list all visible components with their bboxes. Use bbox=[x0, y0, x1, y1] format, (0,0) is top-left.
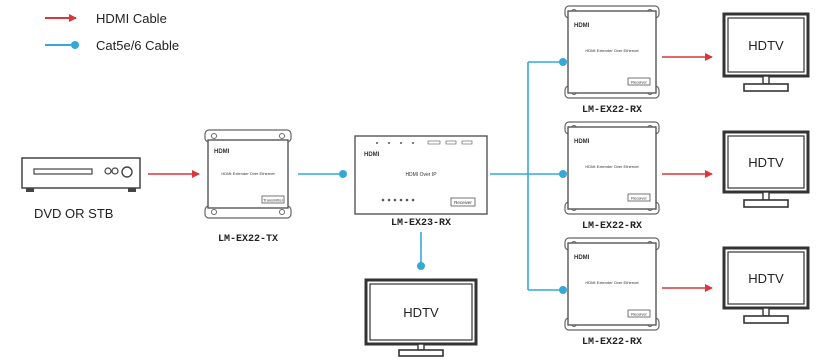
cat-connector-dot bbox=[417, 262, 425, 270]
cat-connector-dot bbox=[559, 58, 567, 66]
hdmi-logo: HDMI bbox=[574, 23, 590, 29]
tv-neck bbox=[417, 343, 425, 351]
led-icon bbox=[411, 198, 415, 202]
device-caption: HDMI Over IP bbox=[405, 172, 437, 178]
tv-neck bbox=[762, 75, 770, 85]
hdmi-logo: HDMI bbox=[574, 139, 590, 145]
device-caption: HDMI Extender Over Ethernet bbox=[585, 48, 639, 53]
hdtv: HDTV bbox=[722, 246, 810, 324]
source-label: DVD OR STB bbox=[34, 206, 113, 221]
tv-stand bbox=[398, 349, 444, 357]
tv-screen bbox=[727, 17, 805, 73]
switch-badge: Receiver bbox=[454, 200, 472, 205]
device-caption: HDMI Extender Over Ethernet bbox=[585, 164, 639, 169]
screw-hole-icon bbox=[279, 133, 285, 139]
tv-neck bbox=[762, 191, 770, 201]
indicator-icon bbox=[376, 142, 378, 144]
disc-slot-icon bbox=[33, 168, 93, 175]
receiver-model-label: LM-EX22-RX bbox=[582, 105, 642, 116]
switch-model-label: LM-EX23-RX bbox=[391, 218, 451, 229]
cat-connector-dot bbox=[339, 170, 347, 178]
indicator-icon bbox=[388, 142, 390, 144]
screw-hole-icon bbox=[279, 209, 285, 215]
led-icon bbox=[405, 198, 409, 202]
receiver-badge-box bbox=[627, 77, 651, 86]
ip-switch-device: HDMI HDMI Over IP Receiver bbox=[354, 135, 488, 215]
led-icon bbox=[381, 198, 385, 202]
hdmi-logo: HDMI bbox=[214, 149, 230, 155]
tv-screen bbox=[727, 135, 805, 189]
screw-hole-icon bbox=[211, 133, 217, 139]
receiver-badge: Receiver bbox=[631, 312, 647, 317]
legend-cat-dot bbox=[71, 41, 79, 49]
receiver-model-label: LM-EX22-RX bbox=[582, 221, 642, 232]
player-foot-right bbox=[128, 188, 136, 192]
tv-stand bbox=[743, 83, 789, 92]
hdtv: HDTV bbox=[722, 130, 810, 208]
receiver-badge-box bbox=[627, 193, 651, 202]
tv-screen bbox=[727, 251, 805, 305]
cat-connector-dot bbox=[559, 170, 567, 178]
receiver-badge: Receiver bbox=[631, 80, 647, 85]
hdmi-logo: HDMI bbox=[574, 255, 590, 261]
button-icon bbox=[104, 167, 112, 175]
legend-hdmi-label: HDMI Cable bbox=[96, 11, 167, 26]
hdtv-label: HDTV bbox=[748, 155, 784, 170]
legend: HDMI Cable Cat5e/6 Cable bbox=[45, 11, 179, 53]
port-icon bbox=[445, 140, 457, 145]
receiver-badge-box bbox=[627, 309, 651, 318]
power-knob-icon bbox=[121, 166, 133, 178]
port-icon bbox=[427, 140, 441, 145]
button-icon bbox=[111, 167, 119, 175]
legend-cat-label: Cat5e/6 Cable bbox=[96, 38, 179, 53]
transmitter-model-label: LM-EX22-TX bbox=[218, 234, 278, 245]
screw-hole-icon bbox=[211, 209, 217, 215]
port-icon bbox=[461, 140, 473, 145]
led-icon bbox=[387, 198, 391, 202]
indicator-icon bbox=[412, 142, 414, 144]
hdtv-label: HDTV bbox=[403, 305, 439, 320]
tv-stand bbox=[743, 315, 789, 324]
cat-connector-dot bbox=[559, 286, 567, 294]
hdtv-label: HDTV bbox=[748, 271, 784, 286]
led-icon bbox=[399, 198, 403, 202]
transmitter-device: HDMI HDMI Extender Over Ethernet Transmi… bbox=[204, 129, 292, 219]
cables bbox=[148, 53, 713, 294]
device-caption: HDMI Extender Over Ethernet bbox=[585, 280, 639, 285]
hdtv-label: HDTV bbox=[748, 38, 784, 53]
hdmi-logo: HDMI bbox=[364, 152, 380, 158]
receiver-badge-box bbox=[450, 197, 476, 207]
tv-stand bbox=[743, 199, 789, 208]
device-caption: HDMI Extender Over Ethernet bbox=[221, 171, 275, 176]
tv-neck bbox=[762, 307, 770, 317]
transmitter-badge-box bbox=[261, 195, 285, 204]
receiver-badge: Receiver bbox=[631, 196, 647, 201]
transmitter-badge: Transmitter bbox=[263, 198, 284, 203]
hdtv-group: HDTV HDTV HDTV HDTV bbox=[364, 12, 810, 357]
receiver-model-label: LM-EX22-RX bbox=[582, 337, 642, 348]
led-icon bbox=[393, 198, 397, 202]
dvd-stb-player bbox=[21, 157, 141, 192]
hdtv: HDTV bbox=[722, 12, 810, 92]
indicator-icon bbox=[400, 142, 402, 144]
player-foot-left bbox=[26, 188, 34, 192]
tv-screen bbox=[369, 283, 473, 341]
hdtv: HDTV bbox=[364, 278, 478, 357]
